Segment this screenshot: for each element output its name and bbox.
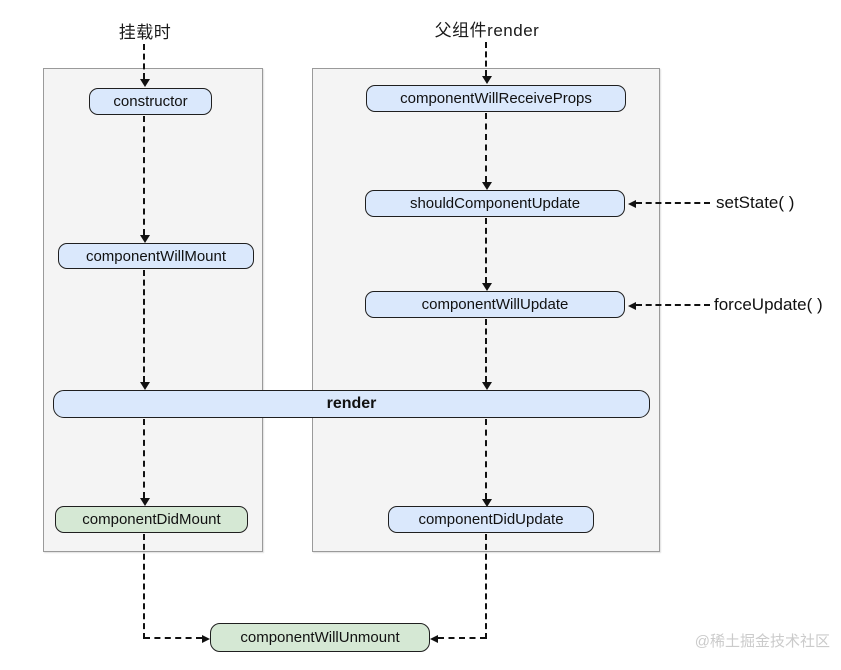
dashed-arrow-down <box>140 116 150 243</box>
node-should-component-update: shouldComponentUpdate <box>365 190 625 217</box>
dashed-arrow-down <box>140 44 150 87</box>
dashed-arrow-left <box>628 200 710 208</box>
node-component-will-receive-props: componentWillReceiveProps <box>366 85 626 112</box>
dashed-arrow-down <box>140 270 150 390</box>
dashed-arrow-down <box>482 419 492 507</box>
column-title-mount: 挂载时 <box>118 23 172 42</box>
label-set-state: setState( ) <box>716 193 795 212</box>
watermark: @稀土掘金技术社区 <box>694 633 830 650</box>
dashed-arrow-down <box>140 419 150 506</box>
dashed-arrow-down <box>482 42 492 84</box>
node-constructor: constructor <box>89 88 212 115</box>
dashed-line-vertical <box>143 534 145 639</box>
node-component-will-mount: componentWillMount <box>58 243 254 269</box>
dashed-arrow-left <box>628 302 710 310</box>
mount-phase-panel <box>43 68 263 552</box>
dashed-arrow-down <box>482 218 492 291</box>
node-component-did-update: componentDidUpdate <box>388 506 594 533</box>
dashed-arrow-left <box>430 635 486 643</box>
dashed-arrow-down <box>482 319 492 390</box>
node-component-did-mount: componentDidMount <box>55 506 248 533</box>
dashed-arrow-down <box>482 113 492 190</box>
dashed-arrow-right <box>144 635 210 643</box>
column-title-parent-render: 父组件render <box>434 21 540 40</box>
node-component-will-unmount: componentWillUnmount <box>210 623 430 652</box>
label-force-update: forceUpdate( ) <box>714 295 823 314</box>
node-render: render <box>53 390 650 418</box>
dashed-line-vertical <box>485 534 487 639</box>
node-component-will-update: componentWillUpdate <box>365 291 625 318</box>
